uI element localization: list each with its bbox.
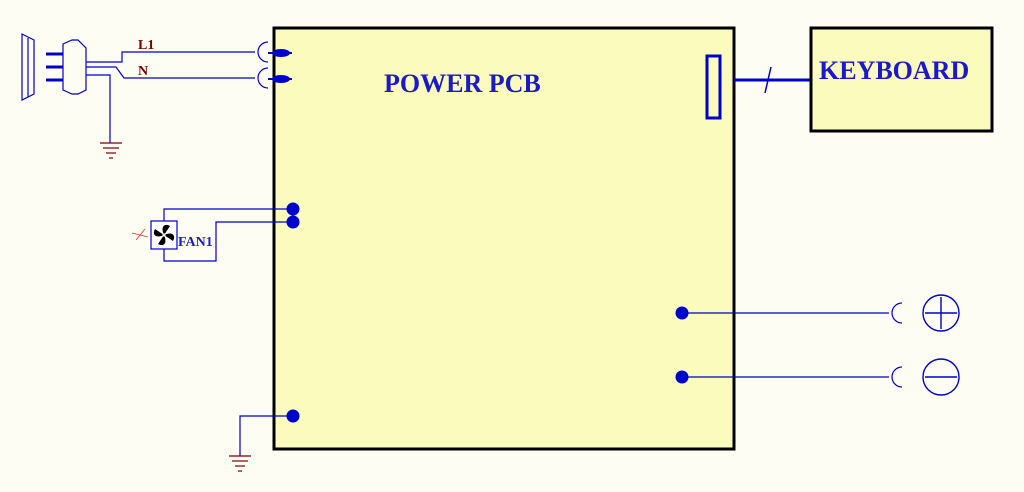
fan-label: FAN1 <box>178 235 213 250</box>
plus-terminal-icon <box>922 294 960 332</box>
fan-wires <box>163 208 292 262</box>
power-pcb-board <box>272 26 736 451</box>
power-pcb-label: POWER PCB <box>384 69 541 98</box>
ground-icon <box>229 455 251 472</box>
output-minus-socket <box>891 366 903 388</box>
fan-terminal-1 <box>286 202 300 216</box>
keyboard-connector <box>705 54 722 120</box>
minus-terminal-icon <box>922 358 960 396</box>
output-plus-socket <box>891 302 903 324</box>
keyboard-label: KEYBOARD <box>819 56 969 85</box>
power-plug-icon <box>21 33 87 101</box>
fan-terminal-2 <box>286 215 300 229</box>
mains-wires <box>86 51 255 143</box>
pcb-ground-wire <box>239 415 293 456</box>
l1-label: L1 <box>138 38 154 53</box>
fan-icon <box>131 220 178 250</box>
keyboard-box <box>809 26 994 133</box>
ground-icon <box>100 142 122 159</box>
n-label: N <box>138 64 148 79</box>
mains-connectors <box>257 41 292 89</box>
bus-slash <box>764 66 772 94</box>
